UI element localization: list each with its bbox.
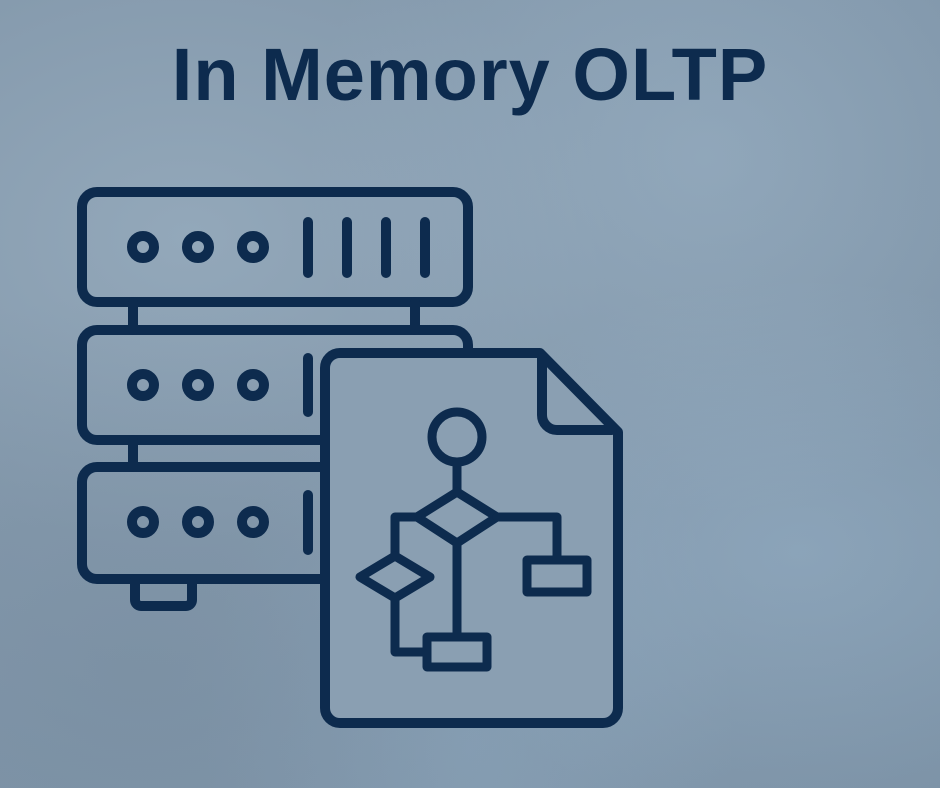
server-led-icons [127, 231, 269, 538]
page-title: In Memory OLTP [171, 33, 769, 116]
flowchart-document-icon [320, 348, 623, 728]
server-vent-icons [303, 217, 430, 555]
